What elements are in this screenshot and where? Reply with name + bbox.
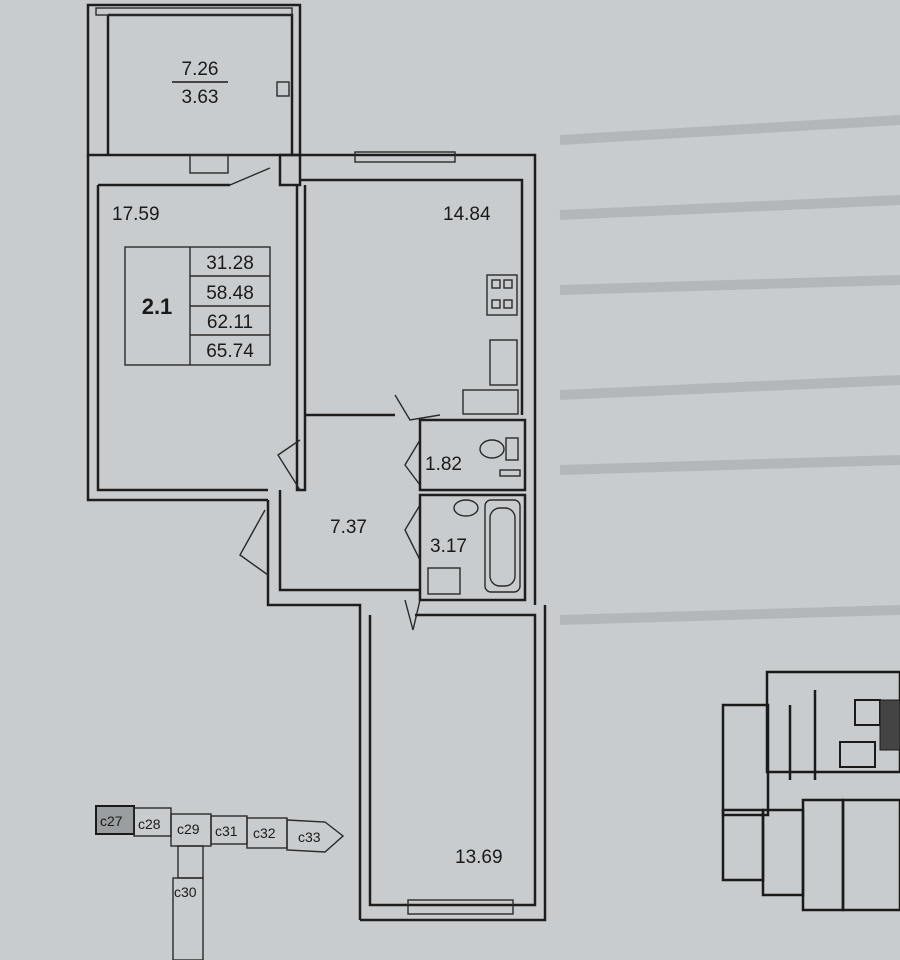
key-plan: с27 с28 с29 с31 с32 с33 с30 <box>95 805 345 960</box>
apartment-info-box: 2.1 31.28 58.48 62.11 65.74 <box>124 246 271 366</box>
bedroom: 13.69 <box>360 605 547 922</box>
key-section-c33: с33 <box>298 829 321 845</box>
hall-area: 7.37 <box>330 517 367 538</box>
key-section-c31: с31 <box>215 823 238 839</box>
balcony-area: 7.26 <box>182 59 219 80</box>
bathroom-area: 3.17 <box>430 536 467 557</box>
toilet-area: 1.82 <box>425 454 462 475</box>
kitchen: 14.84 <box>300 151 537 605</box>
balcony: 7.26 3.63 <box>86 3 302 174</box>
balcony-reduced-area: 3.63 <box>182 87 219 108</box>
bathroom: 3.17 <box>418 493 527 602</box>
kitchen-area: 14.84 <box>443 204 491 225</box>
hall: 7.37 <box>239 394 441 920</box>
key-section-c30: с30 <box>174 884 197 900</box>
living-area: 31.28 <box>206 253 254 274</box>
key-section-c32: с32 <box>253 825 276 841</box>
key-section-c29: с29 <box>177 821 200 837</box>
total-area: 65.74 <box>206 341 254 362</box>
key-section-c28: с28 <box>138 816 161 832</box>
total-area-reduced: 62.11 <box>207 312 253 333</box>
living-room-area: 17.59 <box>112 204 160 225</box>
apartment-type: 2.1 <box>142 294 173 319</box>
bedroom-area: 13.69 <box>455 847 503 868</box>
living-room: 17.59 <box>86 153 307 502</box>
toilet: 1.82 <box>418 418 527 492</box>
background-texture <box>559 115 900 625</box>
key-section-c27: с27 <box>100 813 123 829</box>
area-without-balcony: 58.48 <box>206 283 254 304</box>
floor-overview-plan <box>721 670 900 912</box>
